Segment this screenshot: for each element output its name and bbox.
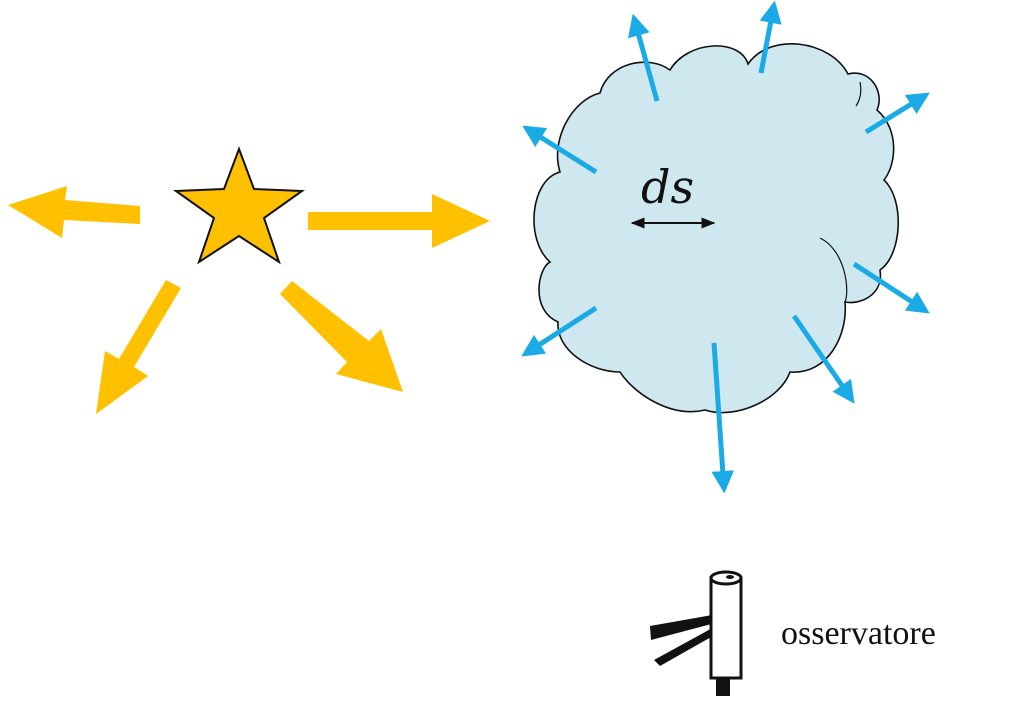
cloud-emission-arrows <box>521 0 930 494</box>
cloud-fold <box>855 81 862 107</box>
star-arrow-down-left <box>96 280 181 414</box>
cloud-arrow-up <box>758 0 782 74</box>
cloud-fold <box>819 237 848 303</box>
star-arrow-down-right <box>280 281 403 392</box>
star-arrow-right <box>308 194 490 248</box>
cloud-arrow-right <box>852 261 930 314</box>
star-emission-arrows <box>8 186 490 414</box>
star-arrow-left <box>8 186 140 238</box>
cloud-arrow-up-left <box>627 13 660 102</box>
cloud-arrow-down-right <box>791 314 855 404</box>
path-element-label: ds <box>641 160 694 214</box>
cloud-icon <box>533 43 900 414</box>
cloud-arrow-down <box>711 342 734 494</box>
observer-label: osservatore <box>781 615 936 652</box>
telescope-icon <box>650 570 743 696</box>
cloud-arrow-down-left <box>521 305 598 357</box>
star-icon <box>173 146 305 265</box>
cloud-arrow-up-right <box>864 92 930 135</box>
cloud-arrow-left <box>522 125 598 175</box>
